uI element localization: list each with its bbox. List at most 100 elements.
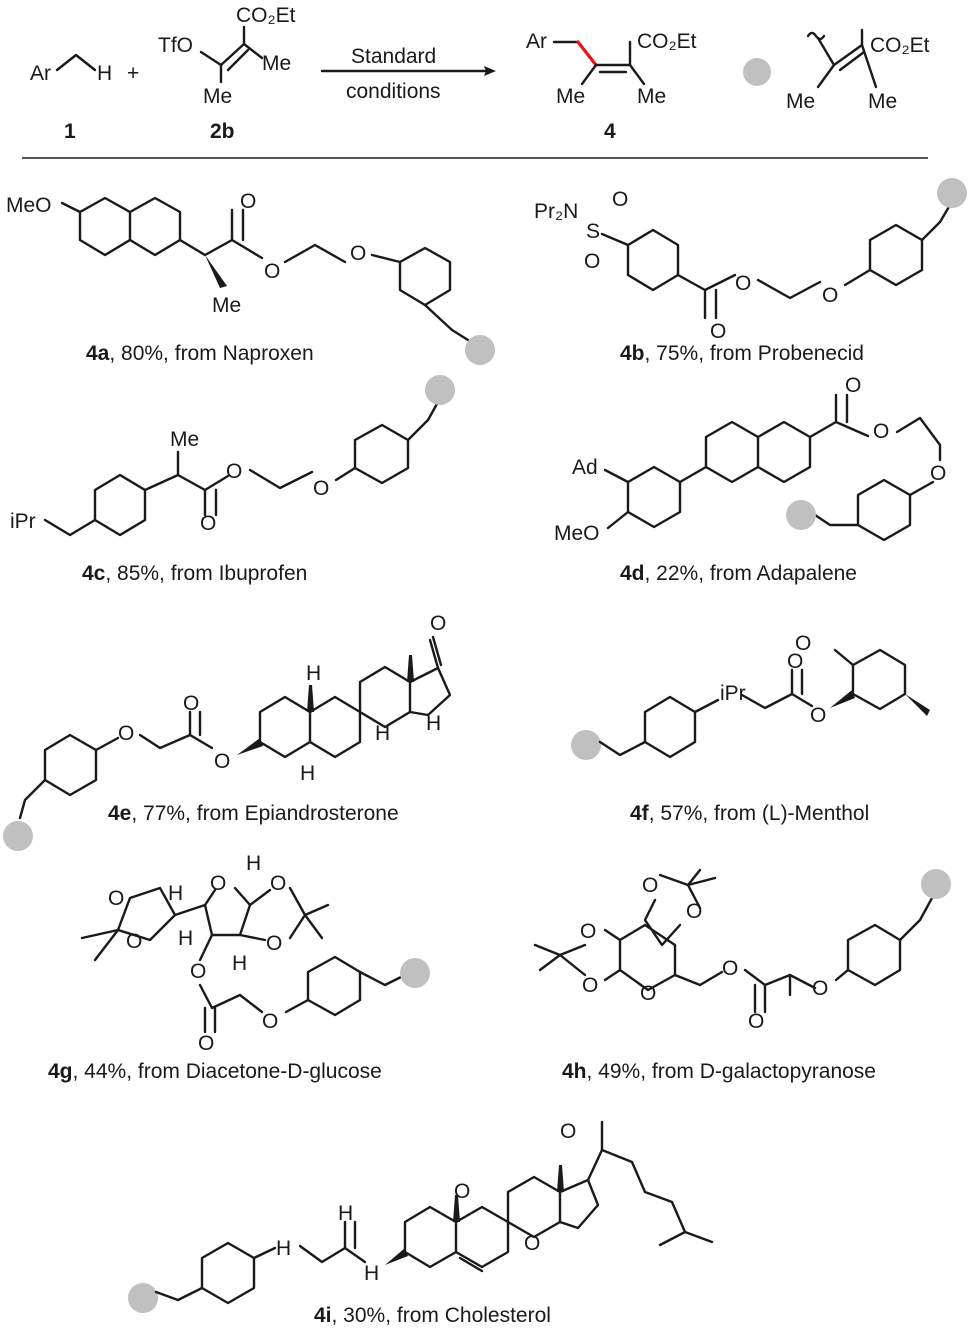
4h-label-6: O xyxy=(748,1010,764,1033)
4g-label-3: H xyxy=(232,952,247,975)
4h-label-0: O xyxy=(642,874,658,897)
4e-label-6: H xyxy=(426,712,441,735)
reactant-2b-me-top: Me xyxy=(262,52,291,75)
reactant-1-h: H xyxy=(97,62,112,85)
4h-label-1: O xyxy=(686,900,702,923)
caption-4i: 4i, 30%, from Cholesterol xyxy=(314,1304,551,1327)
4g-label-0: H xyxy=(168,882,183,905)
caption-4a: 4a, 80%, from Naproxen xyxy=(86,342,314,365)
compound-4f: iPr O O O 4f, 57%, from (L)-Menthol xyxy=(571,632,930,825)
caption-4d: 4d, 22%, from Adapalene xyxy=(620,562,857,585)
4g-label-7: O xyxy=(270,872,286,895)
reactant-1-ar: Ar xyxy=(30,62,51,85)
4e-label-2: O xyxy=(214,750,230,773)
legend-fragment: CO₂Et Me Me xyxy=(743,28,930,113)
4b-label-2: O xyxy=(612,188,628,211)
4g-label-8: O xyxy=(266,932,282,955)
4e-label-5: H xyxy=(375,722,390,745)
4g-label-9: O xyxy=(190,960,206,983)
4c-label-4: O xyxy=(313,477,329,500)
compound-4h: O O O O O O O O 4h, 49%, from D-galactop… xyxy=(533,868,951,1083)
4g-label-1: H xyxy=(178,927,193,950)
4e-label-4: H xyxy=(306,662,321,685)
product-4: Ar CO₂Et Me Me 4 xyxy=(526,30,697,143)
reactant-2b-tfo: TfO xyxy=(158,34,193,57)
4g-label-10: O xyxy=(198,1032,214,1055)
4a-label-0: MeO xyxy=(6,194,52,217)
4h-label-7: O xyxy=(812,977,828,1000)
caption-4g: 4g, 44%, from Diacetone-D-glucose xyxy=(48,1060,382,1083)
4d-label-4: O xyxy=(930,462,946,485)
4e-label-3: O xyxy=(430,612,446,635)
product-4-me-right: Me xyxy=(637,85,666,108)
compound-4i: H H H O O O 4i, 30%, from Cholesterol xyxy=(128,1120,714,1327)
plus-sign: + xyxy=(127,62,139,85)
grey-dot-4i xyxy=(128,1283,158,1313)
grey-dot-legend xyxy=(743,58,771,86)
4b-label-4: O xyxy=(710,320,726,343)
4b-label-5: O xyxy=(735,272,751,295)
4c-label-2: O xyxy=(200,512,216,535)
compound-4e: O O O O H H H H 4e, 77%, from Epiandrost… xyxy=(3,612,452,851)
legend-me-left: Me xyxy=(786,90,815,113)
product-4-me-left: Me xyxy=(556,85,585,108)
4c-label-0: Me xyxy=(170,428,199,451)
caption-4f: 4f, 57%, from (L)-Menthol xyxy=(630,802,869,825)
4c-label-1: iPr xyxy=(10,510,36,533)
4d-label-3: O xyxy=(873,420,889,443)
4b-label-6: O xyxy=(822,284,838,307)
4e-label-1: O xyxy=(183,692,199,715)
4d-label-2: O xyxy=(845,374,861,397)
4i-label-1: H xyxy=(338,1202,353,1225)
product-4-co2et: CO₂Et xyxy=(637,30,697,53)
4i-label-5: O xyxy=(560,1120,576,1143)
reactant-1-number: 1 xyxy=(64,120,76,143)
grey-dot-4f xyxy=(571,730,601,760)
4i-label-3: O xyxy=(454,1180,470,1203)
compound-4d: Ad MeO O O O 4d, 22%, from Adapalene xyxy=(554,374,946,585)
4b-label-1: S xyxy=(586,220,600,243)
reactant-2b-co2et: CO₂Et xyxy=(236,4,296,27)
4g-label-2: H xyxy=(246,852,261,875)
4c-label-3: O xyxy=(226,460,242,483)
4a-label-2: O xyxy=(264,260,280,283)
4h-label-4: O xyxy=(640,982,656,1005)
4i-label-2: H xyxy=(364,1262,379,1285)
caption-4b: 4b, 75%, from Probenecid xyxy=(620,342,864,365)
product-4-number: 4 xyxy=(604,120,616,143)
grey-dot-4b xyxy=(937,178,967,208)
compound-4c: Me iPr O O O 4c, 85%, from Ibuprofen xyxy=(10,375,455,585)
legend-me-right: Me xyxy=(868,90,897,113)
reactant-2b: CO₂Et TfO Me Me 2b xyxy=(158,4,296,143)
4d-label-1: MeO xyxy=(554,522,600,545)
4h-label-3: O xyxy=(582,974,598,997)
4f-label-0: iPr xyxy=(720,682,746,705)
4h-label-2: O xyxy=(580,920,596,943)
caption-4h: 4h, 49%, from D-galactopyranose xyxy=(562,1060,876,1083)
grey-dot-4g xyxy=(400,958,430,988)
4f-label-2: O xyxy=(810,704,826,727)
4b-label-3: O xyxy=(584,250,600,273)
product-4-ar: Ar xyxy=(526,30,547,53)
4f-label-1: O xyxy=(787,650,803,673)
grey-dot-4h xyxy=(921,869,951,899)
4e-label-7: H xyxy=(300,762,315,785)
reactant-2b-number: 2b xyxy=(210,120,235,143)
compound-4a: MeO O O O Me 4a, 80%, from Naproxen xyxy=(6,190,495,365)
reaction-arrow: Standard conditions xyxy=(320,45,496,103)
compound-4g: O O H O H H H O O O O O 4g, 44%, from Di… xyxy=(48,852,430,1083)
condition-top: Standard xyxy=(351,45,436,68)
grey-dot-4d xyxy=(786,500,816,530)
4a-label-4: Me xyxy=(212,294,241,317)
condition-bottom: conditions xyxy=(346,80,441,103)
4a-label-3: O xyxy=(350,242,366,265)
grey-dot-4c xyxy=(425,375,455,405)
grey-dot-4e xyxy=(3,821,33,851)
caption-4c: 4c, 85%, from Ibuprofen xyxy=(82,562,307,585)
compound-4b: Pr₂N S O O O O O 4b, 75%, from Probeneci… xyxy=(534,178,967,365)
reactant-2b-me-bottom: Me xyxy=(203,85,232,108)
caption-4e: 4e, 77%, from Epiandrosterone xyxy=(108,802,399,825)
4h-label-5: O xyxy=(722,957,738,980)
4i-label-0: H xyxy=(276,1237,291,1260)
